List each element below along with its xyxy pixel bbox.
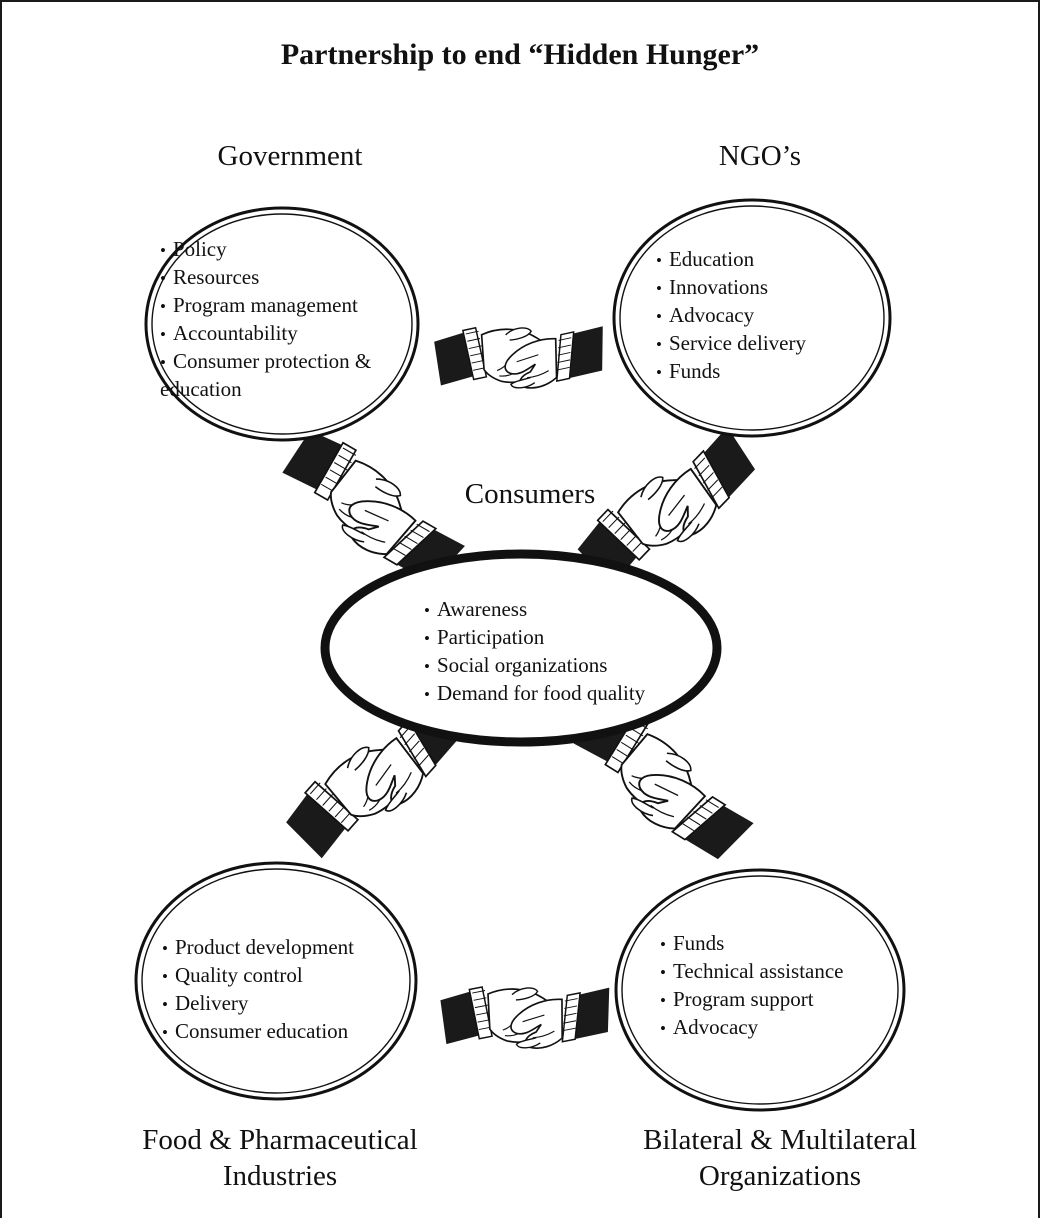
list-item: Advocacy [660, 1014, 892, 1042]
consumers-items: Awareness Participation Social organizat… [424, 596, 694, 708]
government-label: Government [217, 140, 363, 172]
list-item: Innovations [656, 274, 876, 302]
list-item: Consumer protection & education [160, 348, 392, 403]
list-item: Funds [660, 930, 892, 958]
ngos-label: NGO’s [718, 140, 802, 172]
list-item: Funds [656, 358, 876, 386]
handshake-icon [439, 979, 614, 1054]
industries-items: Product development Quality control Deli… [162, 934, 402, 1046]
list-item: Policy [160, 236, 392, 264]
list-item: Resources [160, 264, 392, 292]
list-item: Social organizations [424, 652, 694, 680]
list-item: Accountability [160, 320, 392, 348]
industries-label-line2: Industries [222, 1160, 338, 1192]
list-item: Program support [660, 986, 892, 1014]
diagram-title: Partnership to end “Hidden Hunger” [280, 38, 760, 71]
ngos-items: Education Innovations Advocacy Service d… [656, 246, 876, 386]
organizations-label-line2: Organizations [698, 1160, 862, 1192]
industries-label-line1: Food & Pharmaceutical [142, 1124, 418, 1156]
list-item: Participation [424, 624, 694, 652]
list-item: Technical assistance [660, 958, 892, 986]
list-item: Quality control [162, 962, 402, 990]
list-item: Awareness [424, 596, 694, 624]
list-item: Education [656, 246, 876, 274]
organizations-items: Funds Technical assistance Program suppo… [660, 930, 892, 1042]
organizations-label: Bilateral & Multilateral Organizations [610, 1122, 950, 1194]
list-item: Product development [162, 934, 402, 962]
handshake-icon [432, 318, 608, 396]
government-items: Policy Resources Program management Acco… [160, 236, 392, 403]
organizations-label-line1: Bilateral & Multilateral [643, 1124, 917, 1156]
list-item: Advocacy [656, 302, 876, 330]
list-item: Consumer education [162, 1018, 402, 1046]
list-item: Delivery [162, 990, 402, 1018]
list-item: Program management [160, 292, 392, 320]
list-item: Demand for food quality [424, 680, 694, 708]
consumers-label: Consumers [464, 478, 596, 510]
list-item: Service delivery [656, 330, 876, 358]
industries-label: Food & Pharmaceutical Industries [110, 1122, 450, 1194]
